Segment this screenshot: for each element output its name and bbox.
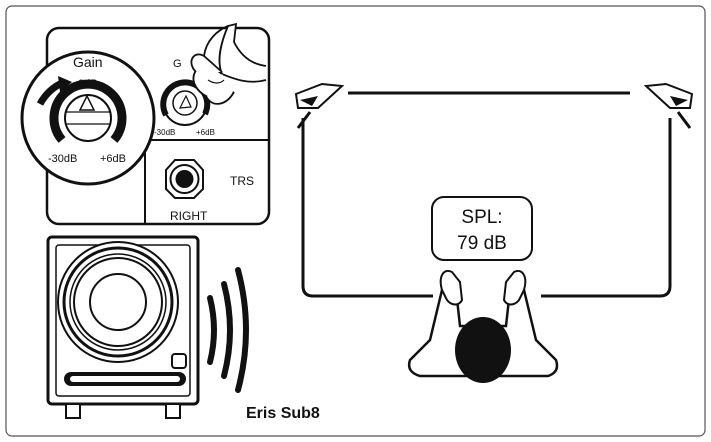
gain-min-label: -30dB	[48, 153, 77, 165]
product-name: Eris Sub8	[246, 405, 320, 422]
small-max-label: +6dB	[196, 128, 215, 137]
spl-value: 79 dB	[457, 233, 507, 254]
left-monitor-icon	[294, 82, 345, 129]
spl-readout-box	[431, 196, 533, 261]
gain-title: Gain	[73, 54, 103, 70]
rear-panel-callout: G -30dB +6dB TRS RIGHT	[20, 22, 271, 226]
trs-label: TRS	[230, 174, 254, 188]
listening-position-diagram: SPL: 79 dB	[294, 82, 694, 383]
subwoofer-illustration	[46, 235, 200, 419]
listener-icon	[407, 270, 559, 383]
listening-path	[301, 118, 672, 298]
small-gain-knob	[160, 79, 211, 126]
small-gain-title: G	[173, 58, 182, 70]
trs-jack-icon	[165, 159, 204, 199]
right-monitor-icon	[643, 82, 694, 129]
sound-waves-icon	[207, 267, 249, 393]
spl-label: SPL:	[461, 207, 502, 228]
gain-max-label: +6dB	[100, 153, 126, 165]
gain-knob-magnified	[20, 50, 156, 186]
hand-icon	[190, 22, 267, 105]
channel-label: RIGHT	[170, 209, 208, 223]
small-min-label: -30dB	[154, 128, 175, 137]
gain-top-label: 0dB	[78, 78, 98, 90]
